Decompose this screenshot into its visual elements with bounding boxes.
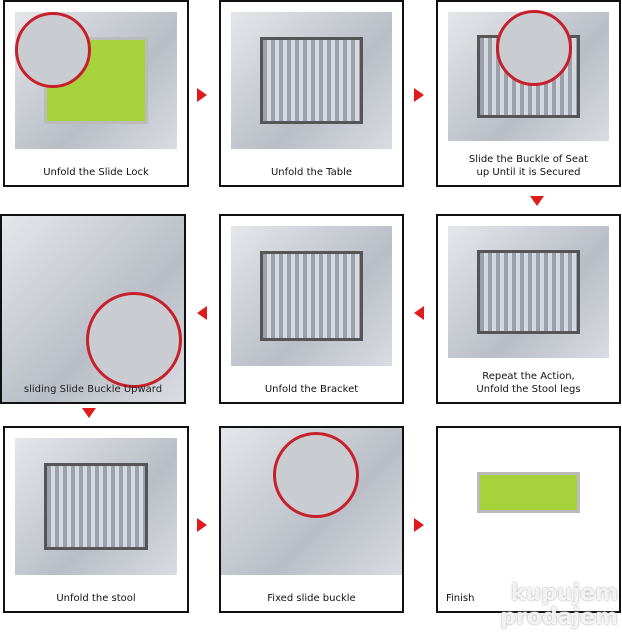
step-1-panel: Unfold the Slide Lock bbox=[3, 0, 189, 187]
watermark-line1: kupujem bbox=[510, 581, 618, 606]
watermark: kupujem prodajem bbox=[500, 582, 618, 630]
step-3-panel: Slide the Buckle of Seat up Until it is … bbox=[436, 0, 621, 187]
zoom-highlight-circle bbox=[273, 432, 359, 518]
step-5-panel: Unfold the Bracket bbox=[219, 214, 404, 404]
arrow-right-icon bbox=[197, 518, 207, 532]
step-2-panel: Unfold the Table bbox=[219, 0, 404, 187]
arrow-down-icon bbox=[82, 408, 96, 418]
step-7-panel: Unfold the stool bbox=[3, 426, 189, 613]
zoom-highlight-circle bbox=[496, 10, 572, 86]
step-6-caption: sliding Slide Buckle Upward bbox=[23, 384, 163, 395]
step-9-panel: Finish bbox=[436, 426, 621, 613]
watermark-line2: prodajem bbox=[500, 605, 618, 630]
zoom-highlight-circle bbox=[15, 12, 91, 88]
step-5-caption: Unfold the Bracket bbox=[264, 384, 359, 395]
step-1-caption: Unfold the Slide Lock bbox=[43, 167, 149, 178]
arrow-left-icon bbox=[197, 306, 207, 320]
step-3-caption: Slide the Buckle of Seat up Until it is … bbox=[468, 154, 589, 178]
step-6-panel: sliding Slide Buckle Upward bbox=[0, 214, 186, 404]
step-8-caption: Fixed slide buckle bbox=[267, 593, 356, 604]
step-9-photo bbox=[448, 438, 609, 575]
step-5-photo bbox=[231, 226, 392, 366]
step-9-caption: Finish bbox=[446, 593, 475, 604]
arrow-right-icon bbox=[414, 88, 424, 102]
zoom-highlight-circle bbox=[86, 292, 182, 388]
arrow-left-icon bbox=[414, 306, 424, 320]
step-7-caption: Unfold the stool bbox=[56, 593, 136, 604]
step-4-caption: Repeat the Action, Unfold the Stool legs bbox=[476, 371, 581, 395]
arrow-down-icon bbox=[530, 196, 544, 206]
step-2-caption: Unfold the Table bbox=[270, 167, 353, 178]
step-7-photo bbox=[15, 438, 177, 575]
arrow-right-icon bbox=[197, 88, 207, 102]
arrow-right-icon bbox=[414, 518, 424, 532]
step-2-photo bbox=[231, 12, 392, 149]
step-4-panel: Repeat the Action, Unfold the Stool legs bbox=[436, 214, 621, 404]
step-4-photo bbox=[448, 226, 609, 358]
step-8-panel: Fixed slide buckle bbox=[219, 426, 404, 613]
